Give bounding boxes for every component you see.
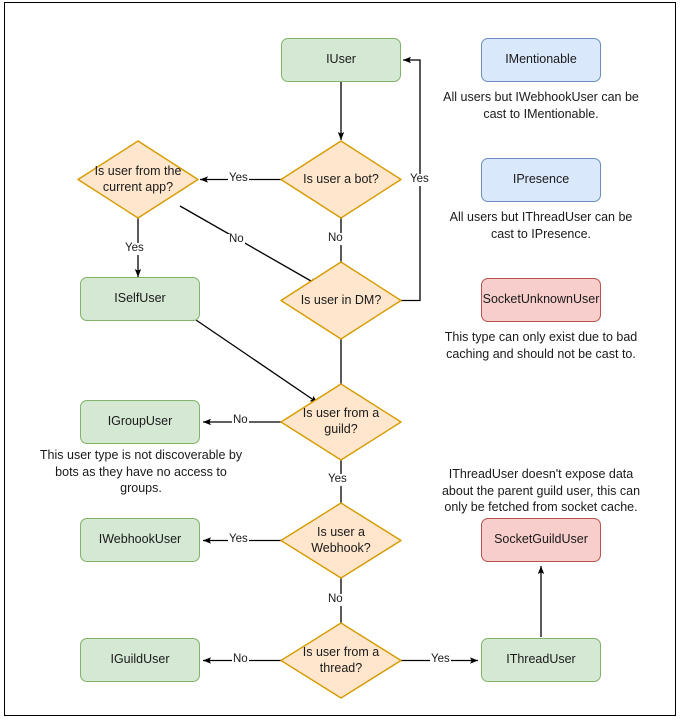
edge-label-current-app-no: No [228,233,245,246]
is-user-a-webhook-label: Is user a Webhook? [311,524,371,555]
edge-label-current-app-yes: Yes [124,242,145,255]
node-is-user-from-current-app[interactable]: Is user from the current app? [78,141,198,218]
edge-label-bot-yes: Yes [228,172,249,185]
node-socketguilduser[interactable]: SocketGuildUser [481,518,601,562]
note-imentionable: All users but IWebhookUser can be cast t… [443,90,639,121]
edge-label-webhook-yes: Yes [228,533,249,546]
node-ithreaduser[interactable]: IThreadUser [481,638,601,682]
node-imentionable[interactable]: IMentionable [481,38,601,82]
note-socketunknownuser: This type can only exist due to bad cach… [444,330,638,361]
diagram-frame [4,2,676,716]
is-user-from-current-app-label: Is user from the current app? [94,163,182,194]
is-user-a-bot-label: Is user a bot? [303,171,379,186]
node-is-user-from-a-thread[interactable]: Is user from a thread? [281,623,401,698]
node-is-user-a-webhook[interactable]: Is user a Webhook? [281,503,401,578]
edge-label-guild-yes: Yes [327,473,348,486]
note-ipresence: All users but IThreadUser can be cast to… [449,210,633,241]
edge-label-guild-no: No [232,414,249,427]
node-socketunknownuser[interactable]: SocketUnknownUser [481,278,601,322]
is-user-in-dm-label: Is user in DM? [300,292,382,307]
edge-label-webhook-no: No [327,593,344,606]
node-igroupuser[interactable]: IGroupUser [80,400,200,444]
is-user-from-a-guild-label: Is user from a guild? [302,406,380,436]
note-socketguilduser: IThreadUser doesn't expose data about th… [441,467,641,514]
edge-label-dm-yes: Yes [409,173,430,186]
edge-label-bot-no: No [327,232,344,245]
node-is-user-in-dm[interactable]: Is user in DM? [281,262,401,339]
node-iguilduser[interactable]: IGuildUser [80,638,200,682]
is-user-from-a-thread-label: Is user from a thread? [302,644,380,675]
edge-label-thread-no: No [232,653,249,666]
node-ipresence[interactable]: IPresence [481,158,601,202]
note-igroupuser: This user type is not discoverable by bo… [39,448,243,495]
node-is-user-a-bot[interactable]: Is user a bot? [281,141,401,218]
node-iselfuser[interactable]: ISelfUser [80,277,200,321]
node-iwebhookuser[interactable]: IWebhookUser [80,518,200,562]
edge-label-thread-yes: Yes [430,653,451,666]
node-is-user-from-a-guild[interactable]: Is user from a guild? [281,384,401,460]
node-iuser[interactable]: IUser [281,38,401,82]
